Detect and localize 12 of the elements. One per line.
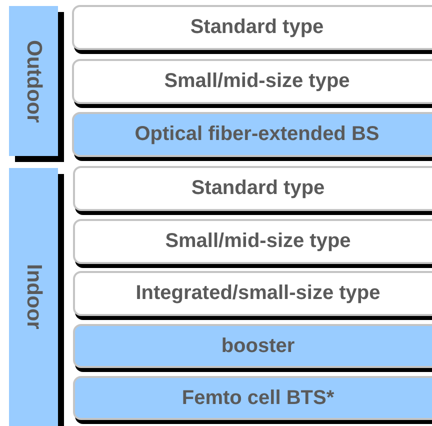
type-label: Femto cell BTS* bbox=[182, 386, 334, 410]
category-band bbox=[9, 168, 58, 426]
type-label: Optical fiber-extended BS bbox=[134, 123, 380, 146]
type-label: Small/mid-size type bbox=[164, 70, 350, 93]
type-label: Small/mid-size type bbox=[165, 230, 351, 253]
category-label: Indoor bbox=[22, 264, 46, 330]
type-label: booster bbox=[221, 334, 295, 358]
category-band bbox=[9, 6, 58, 156]
type-label: Standard type bbox=[191, 177, 325, 200]
category-label: Outdoor bbox=[22, 40, 46, 122]
type-label: Standard type bbox=[190, 16, 324, 39]
type-label: Integrated/small-size type bbox=[136, 282, 380, 305]
